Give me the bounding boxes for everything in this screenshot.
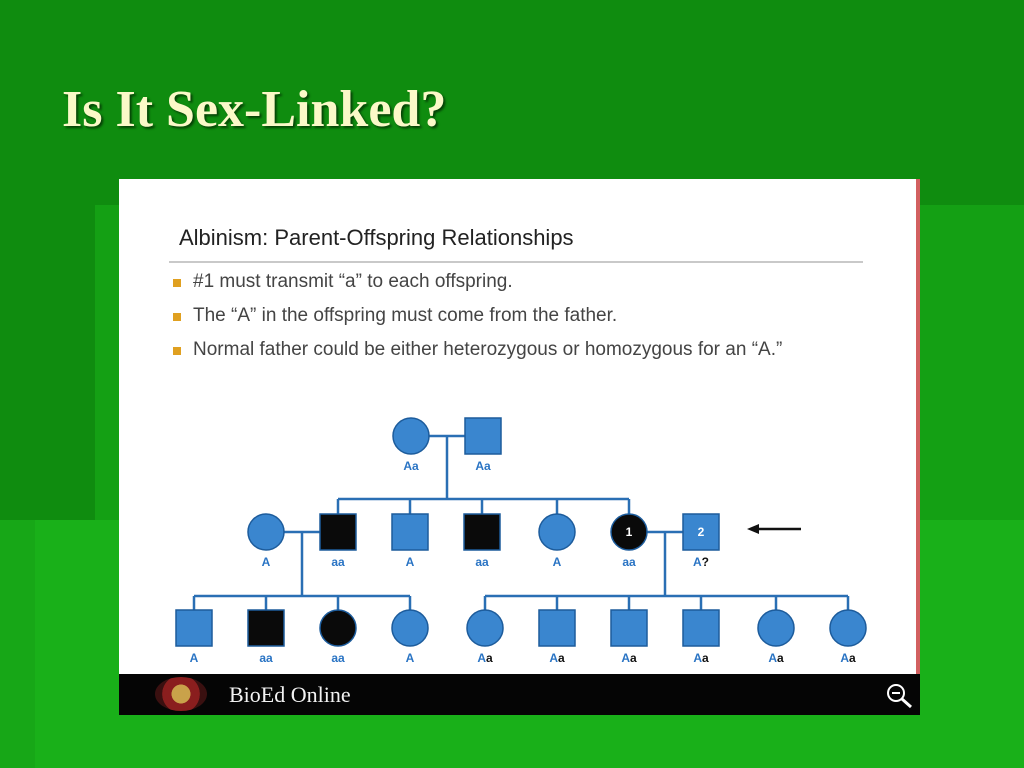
genotype-allele: A [840, 651, 849, 665]
arrow-head-icon [747, 524, 759, 534]
genotype-allele: A [693, 651, 702, 665]
genotype-suffix: a [702, 651, 709, 665]
genotype-label: Aa [549, 651, 565, 665]
unaffected-female-symbol [757, 609, 795, 647]
zoom-icon[interactable] [885, 682, 915, 710]
genotype-allele: A [553, 555, 562, 569]
heading-divider [169, 261, 863, 263]
genotype-label: aa [259, 651, 273, 665]
unaffected-female-symbol [829, 609, 867, 647]
genotype-label: aa [331, 555, 345, 569]
genotype-suffix: a [558, 651, 565, 665]
pedigree-figure: Albinism: Parent-Offspring Relationships… [119, 179, 920, 715]
genotype-label: A [406, 651, 415, 665]
genotype-suffix: a [777, 651, 784, 665]
unaffected-male-symbol [391, 513, 429, 551]
slide-title: Is It Sex-Linked? [62, 81, 447, 138]
genotype-allele: Aa [475, 459, 491, 473]
genotype-label: Aa [403, 459, 419, 473]
genotype-allele: A [477, 651, 486, 665]
footer-brand: BioEd Online [229, 682, 351, 707]
genotype-label: A [406, 555, 415, 569]
unaffected-male-symbol [175, 609, 213, 647]
genotype-label: A [553, 555, 562, 569]
individual-number: 2 [698, 525, 705, 539]
genotype-label: A? [693, 555, 709, 569]
genotype-label: Aa [768, 651, 784, 665]
genotype-suffix: a [630, 651, 637, 665]
genotype-allele: aa [331, 651, 345, 665]
figure-heading: Albinism: Parent-Offspring Relationships [179, 225, 574, 250]
genotype-suffix: a [849, 651, 856, 665]
unaffected-male-symbol [682, 609, 720, 647]
genotype-allele: aa [475, 555, 489, 569]
affected-male-symbol [247, 609, 285, 647]
footer-bar: BioEd Online [119, 674, 920, 715]
bullet-item: Normal father could be either heterozygo… [173, 337, 873, 362]
genotype-allele: A [262, 555, 271, 569]
genotype-label: A [190, 651, 199, 665]
bullet-item: The “A” in the offspring must come from … [173, 303, 873, 328]
bullet-item: #1 must transmit “a” to each offspring. [173, 269, 873, 294]
unaffected-male-symbol [538, 609, 576, 647]
affected-female-symbol [610, 513, 648, 551]
genotype-suffix: a [486, 651, 493, 665]
genotype-allele: A [621, 651, 630, 665]
unaffected-female-symbol [247, 513, 285, 551]
bullet-text: Normal father could be either heterozygo… [193, 339, 783, 360]
genotype-label: Aa [475, 459, 491, 473]
genotype-allele: A [406, 555, 415, 569]
genotype-allele: A [190, 651, 199, 665]
genotype-label: A [262, 555, 271, 569]
affected-male-symbol [463, 513, 501, 551]
genotype-allele: Aa [403, 459, 419, 473]
genotype-label: aa [622, 555, 636, 569]
bullet-list: #1 must transmit “a” to each offspring. … [173, 269, 873, 371]
bullet-marker-icon [173, 347, 181, 355]
genotype-label: Aa [840, 651, 856, 665]
genotype-allele: aa [331, 555, 345, 569]
genotype-allele: A [768, 651, 777, 665]
unaffected-male-symbol [682, 513, 720, 551]
affected-male-symbol [319, 513, 357, 551]
genotype-label: aa [475, 555, 489, 569]
genotype-suffix: ? [702, 555, 709, 569]
genotype-allele: A [693, 555, 702, 569]
genotype-label: aa [331, 651, 345, 665]
genotype-allele: aa [259, 651, 273, 665]
unaffected-female-symbol [466, 609, 504, 647]
figure-edge-line [916, 179, 920, 674]
unaffected-female-symbol [392, 417, 430, 455]
bullet-text: The “A” in the offspring must come from … [193, 305, 618, 326]
genotype-label: Aa [621, 651, 637, 665]
genotype-allele: A [549, 651, 558, 665]
genotype-label: Aa [693, 651, 709, 665]
unaffected-female-symbol [391, 609, 429, 647]
background-panel [0, 520, 35, 768]
affected-female-symbol [319, 609, 357, 647]
bullet-marker-icon [173, 279, 181, 287]
bullet-marker-icon [173, 313, 181, 321]
individual-number: 1 [626, 525, 633, 539]
unaffected-female-symbol [538, 513, 576, 551]
bullet-text: #1 must transmit “a” to each offspring. [193, 271, 513, 292]
genotype-allele: aa [622, 555, 636, 569]
genotype-allele: A [406, 651, 415, 665]
bioed-logo-icon [155, 677, 207, 711]
unaffected-male-symbol [610, 609, 648, 647]
unaffected-male-symbol [464, 417, 502, 455]
genotype-label: Aa [477, 651, 493, 665]
